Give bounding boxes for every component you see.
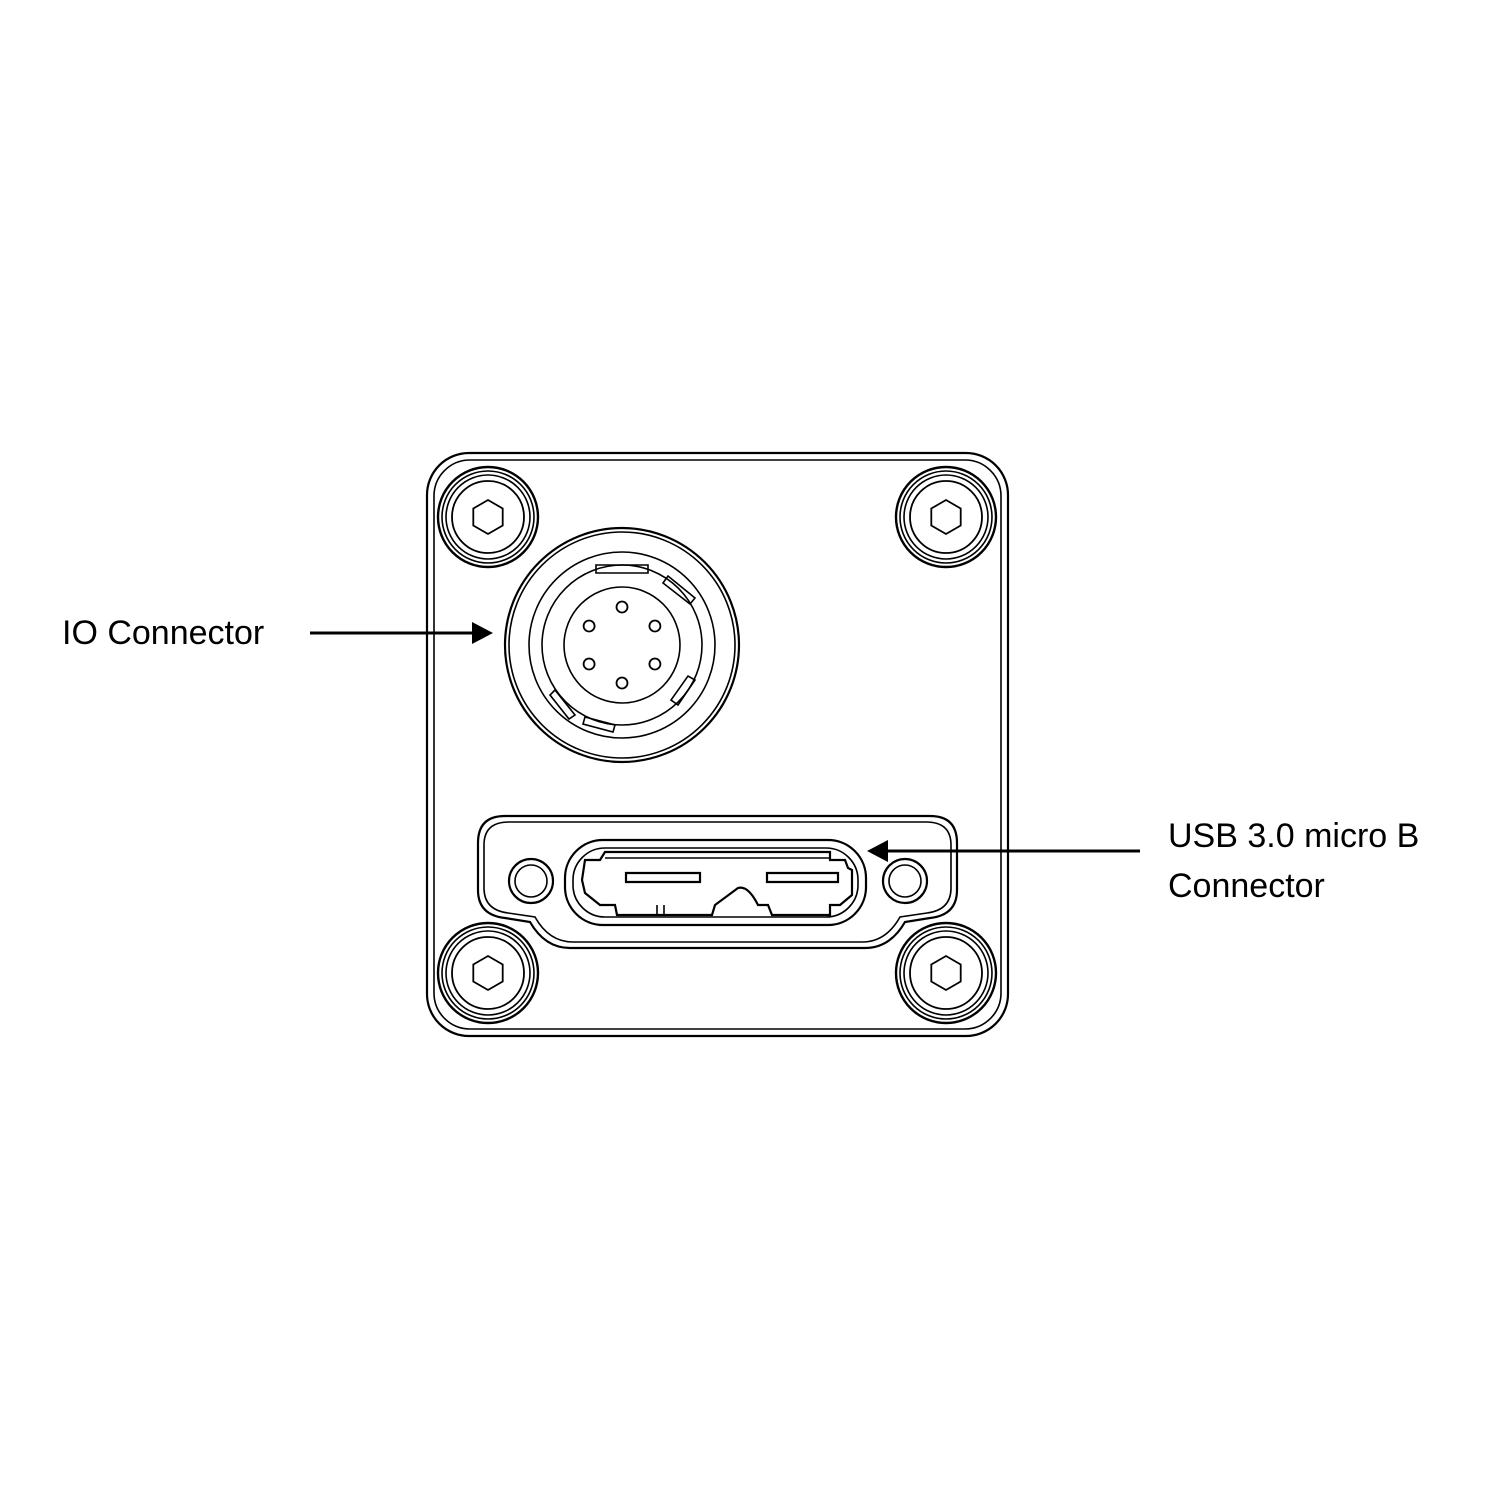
io-connector-label: IO Connector <box>62 614 265 652</box>
mounting-screw <box>436 921 540 1025</box>
mounting-screw <box>894 465 998 569</box>
usb-plate <box>476 814 959 950</box>
io-pin <box>648 619 662 633</box>
usb-connector-label-line1: USB 3.0 micro B <box>1168 817 1420 855</box>
hex-socket-icon <box>930 954 962 992</box>
io-pin <box>615 600 629 614</box>
usb-connector-label-line2: Connector <box>1168 867 1325 905</box>
hex-socket-icon <box>930 498 962 536</box>
camera-body <box>425 451 1010 1038</box>
mounting-screw <box>436 465 540 569</box>
io-pin <box>648 657 662 671</box>
hex-socket-icon <box>472 498 504 536</box>
mounting-screw <box>894 921 998 1025</box>
plate-hole-left <box>507 857 555 905</box>
plate-hole-right <box>881 857 929 905</box>
io-pin <box>582 657 596 671</box>
usb-port <box>563 838 868 927</box>
io-connector <box>503 526 741 764</box>
io-arrow <box>310 622 493 644</box>
io-pin <box>582 619 596 633</box>
usb-arrow <box>867 840 1140 862</box>
hex-socket-icon <box>472 954 504 992</box>
io-pin <box>615 676 629 690</box>
